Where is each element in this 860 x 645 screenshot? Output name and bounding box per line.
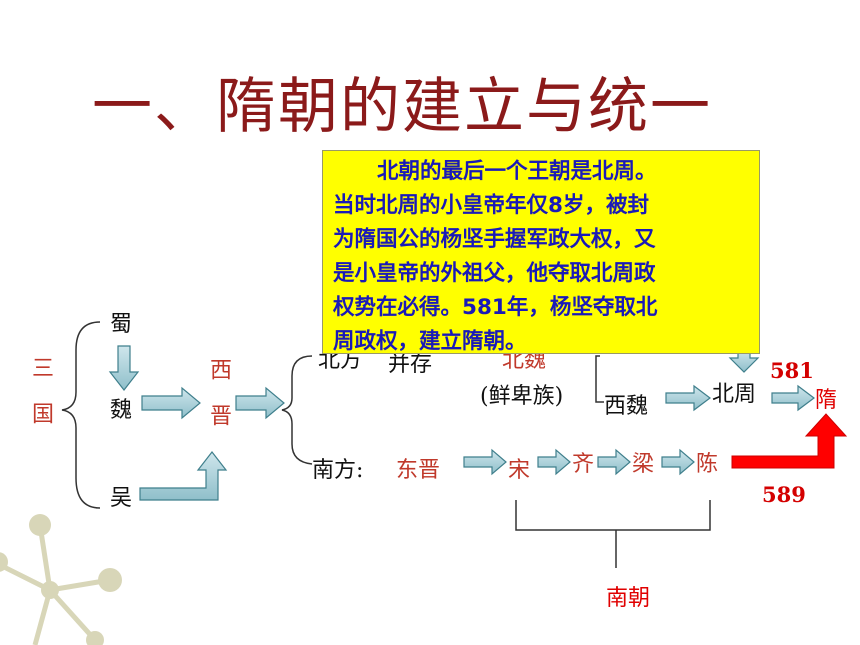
label-three-kingdoms: 三国 (28, 356, 53, 448)
label-xianbei: (鲜卑族) (480, 384, 564, 409)
label-south: 南方: (312, 458, 364, 483)
arrow-shu-to-wei (108, 345, 140, 391)
callout-line-1: 北朝的最后一个王朝是北周。 (377, 159, 657, 184)
arrow-dongjin-to-song (463, 448, 507, 476)
callout-line-5: 权势在必得。581年，杨坚夺取北 (333, 295, 658, 320)
label-western-wei: 西魏 (604, 394, 649, 419)
arrow-song-to-qi (537, 448, 571, 476)
arrow-liang-to-chen (661, 448, 695, 476)
label-liang: 梁 (632, 452, 655, 477)
southern-dynasties-bracket (515, 500, 711, 568)
callout-line-4: 是小皇帝的外祖父，他夺取北周政 (333, 261, 656, 286)
callout-line-3: 为隋国公的杨坚手握军政大权，又 (333, 227, 656, 252)
arrow-beizhou-to-sui (771, 384, 815, 412)
label-year-589: 589 (762, 482, 806, 507)
arrow-qi-to-liang (597, 448, 631, 476)
western-wei-bracket (595, 355, 604, 403)
arrow-wei-to-jin (141, 386, 201, 420)
label-western-jin: 西晋 (206, 358, 231, 450)
label-sui: 隋 (815, 388, 838, 413)
callout-box: 北朝的最后一个王朝是北周。 当时北周的小皇帝年仅8岁，被封 为隋国公的杨坚手握军… (322, 150, 760, 354)
label-chen: 陈 (696, 452, 719, 477)
arrow-chen-to-sui-red (731, 413, 848, 469)
label-shu: 蜀 (110, 312, 133, 337)
label-northern-zhou: 北周 (712, 382, 757, 407)
decorative-molecule-ornament (0, 514, 122, 645)
label-southern-dynasties: 南朝 (606, 586, 651, 611)
arrow-jin-to-split (235, 386, 285, 420)
callout-line-6: 周政权，建立隋朝。 (333, 329, 527, 354)
arrow-wu-to-jin (139, 451, 228, 501)
three-kingdoms-brace (61, 321, 101, 509)
page-title: 一、隋朝的建立与统一 (92, 72, 712, 142)
label-coexist-partial: 并存 (388, 352, 433, 377)
label-wu: 吴 (110, 486, 133, 511)
north-south-brace (281, 355, 313, 465)
label-wei: 魏 (110, 398, 133, 423)
label-song: 宋 (508, 458, 531, 483)
arrow-xiwei-to-beizhou (665, 384, 711, 412)
label-eastern-jin: 东晋 (396, 458, 441, 483)
callout-line-2: 当时北周的小皇帝年仅8岁，被封 (333, 193, 649, 218)
label-year-581: 581 (770, 358, 814, 383)
label-qi: 齐 (572, 452, 595, 477)
